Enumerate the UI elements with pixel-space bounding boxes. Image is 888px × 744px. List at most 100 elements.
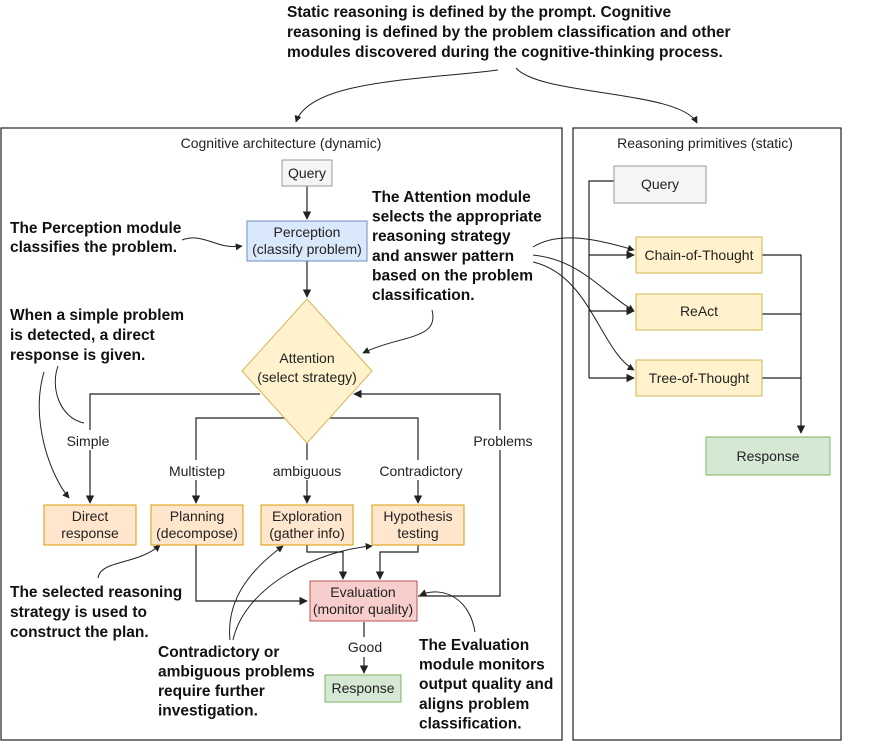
- static-response-node-label: Response: [736, 448, 799, 464]
- curve-contradictory-2: [232, 542, 373, 641]
- annotation-contradictory: Contradictory or ambiguous problems requir…: [158, 644, 315, 720]
- edge-label-multistep: Multistep: [169, 463, 225, 479]
- static-response-node: Response: [705, 436, 831, 476]
- annotation-contradictory-line: ambiguous problems: [158, 664, 315, 681]
- planning-node-label-line: Planning: [170, 508, 225, 524]
- annotation-contradictory-line: investigation.: [158, 703, 258, 720]
- perception-node-label: Perception(classify problem): [252, 224, 362, 257]
- perception-node-label-line: (classify problem): [252, 241, 362, 257]
- curve-attention-cot: [532, 237, 635, 252]
- right-panel-title: Reasoning primitives (static): [617, 135, 793, 151]
- response-node-label: Response: [331, 680, 394, 696]
- annotation-attention: The Attention module selects the appropri…: [372, 189, 542, 304]
- hypothesis-node-label-line: Hypothesis: [383, 508, 452, 524]
- direct-response-node-label-line: response: [61, 525, 119, 541]
- right-panel: [572, 127, 842, 741]
- curve-attention: [362, 309, 434, 354]
- planning-node-label: Planning(decompose): [156, 508, 238, 541]
- annotation-evaluation-line: output quality and: [419, 676, 553, 693]
- react-node: ReAct: [635, 293, 763, 331]
- evaluation-node: Evaluation(monitor quality): [309, 580, 418, 622]
- curve-simple-2: [38, 371, 70, 499]
- annotation-attention-line: classification.: [372, 287, 475, 304]
- annotation-evaluation-line: The Evaluation: [419, 637, 529, 654]
- planning-node-label-line: (decompose): [156, 525, 238, 541]
- response-node: Response: [324, 674, 402, 703]
- exploration-node-label-line: Exploration: [272, 508, 342, 524]
- curve-evaluation: [419, 589, 476, 633]
- annotation-simple-line: is detected, a direct: [10, 327, 155, 344]
- left-panel-title: Cognitive architecture (dynamic): [181, 135, 382, 151]
- attention-node-label: Attention (select strategy): [257, 350, 357, 385]
- react-node-label: ReAct: [680, 303, 718, 319]
- annotation-selected: The selected reasoning strategy is used t…: [10, 584, 182, 641]
- annotation-attention-line: reasoning strategy: [372, 228, 511, 245]
- top-annotation-line: modules discovered during the cognitive-…: [287, 44, 723, 61]
- static-response-node-label-line: Response: [736, 448, 799, 464]
- annotation-attention-line: and answer pattern: [372, 248, 514, 265]
- static-query-node-label: Query: [641, 176, 679, 192]
- top-annotation: Static reasoning is defined by the promp…: [287, 4, 731, 61]
- direct-response-node-label-line: Direct: [72, 508, 109, 524]
- exploration-node-label: Exploration(gather info): [269, 508, 344, 541]
- edge-hypothesis-evaluation: [375, 545, 419, 580]
- hypothesis-node-label-line: testing: [397, 525, 438, 541]
- annotation-perception-line: classifies the problem.: [10, 239, 177, 256]
- annotation-contradictory-line: Contradictory or: [158, 644, 279, 661]
- tree-of-thought-node-label-line: Tree-of-Thought: [649, 370, 750, 386]
- annotation-simple: When a simple problem is detected, a dire…: [10, 307, 184, 364]
- annotation-attention-line: The Attention module: [372, 189, 531, 206]
- annotation-simple-line: When a simple problem: [10, 307, 184, 324]
- evaluation-node-label-line: (monitor quality): [313, 601, 413, 617]
- edge-label-ambiguous: ambiguous: [273, 463, 342, 479]
- query-node-label: Query: [288, 165, 326, 181]
- curve-top-right: [515, 67, 698, 124]
- curve-attention-react: [532, 254, 635, 312]
- annotation-attention-line: based on the problem: [372, 267, 533, 284]
- curve-perception: [181, 237, 243, 251]
- query-node-label-line: Query: [288, 165, 326, 181]
- annotation-perception-line: The Perception module: [10, 220, 182, 237]
- query-node: Query: [281, 159, 333, 187]
- annotation-selected-line: construct the plan.: [10, 624, 149, 641]
- edge-evaluation-attention: [353, 389, 501, 597]
- attention-node-label-line: Attention: [279, 350, 334, 366]
- annotation-simple-line: response is given.: [10, 347, 145, 364]
- evaluation-node-label-line: Evaluation: [330, 584, 395, 600]
- edge-label-good: Good: [348, 639, 382, 655]
- annotation-evaluation: The Evaluation module monitors output qual…: [419, 637, 553, 732]
- edge-exploration-evaluation: [306, 545, 348, 580]
- annotation-selected-line: The selected reasoning: [10, 584, 182, 601]
- exploration-node-label-line: (gather info): [269, 525, 344, 541]
- annotation-evaluation-line: module monitors: [419, 657, 545, 674]
- annotation-contradictory-line: require further: [158, 683, 265, 700]
- edge-label-contradictory: Contradictory: [379, 463, 462, 479]
- edge-rquery-trunk: [588, 180, 614, 378]
- edge-label-problems: Problems: [473, 433, 532, 449]
- top-annotation-line: reasoning is defined by the problem clas…: [287, 24, 731, 41]
- exploration-node: Exploration(gather info): [260, 504, 354, 546]
- chain-of-thought-node-label: Chain-of-Thought: [645, 247, 754, 263]
- annotation-attention-line: selects the appropriate: [372, 209, 542, 226]
- static-query-node: Query: [613, 165, 707, 204]
- curve-top-left: [294, 69, 499, 123]
- attention-node: Attention (select strategy): [241, 298, 373, 444]
- response-node-label-line: Response: [331, 680, 394, 696]
- chain-of-thought-node-label-line: Chain-of-Thought: [645, 247, 754, 263]
- annotation-selected-line: strategy is used to: [10, 604, 147, 621]
- edge-cot-response: [762, 254, 806, 434]
- left-panel: [0, 127, 563, 741]
- curve-simple-1: [54, 365, 85, 424]
- static-query-node-label-line: Query: [641, 176, 679, 192]
- curve-attention-tot: [532, 261, 635, 371]
- annotation-evaluation-line: aligns problem: [419, 696, 529, 713]
- top-annotation-line: Static reasoning is defined by the promp…: [287, 4, 671, 21]
- curve-contradictory-1: [229, 545, 284, 641]
- attention-node-label-line: (select strategy): [257, 369, 357, 385]
- planning-node: Planning(decompose): [150, 504, 244, 546]
